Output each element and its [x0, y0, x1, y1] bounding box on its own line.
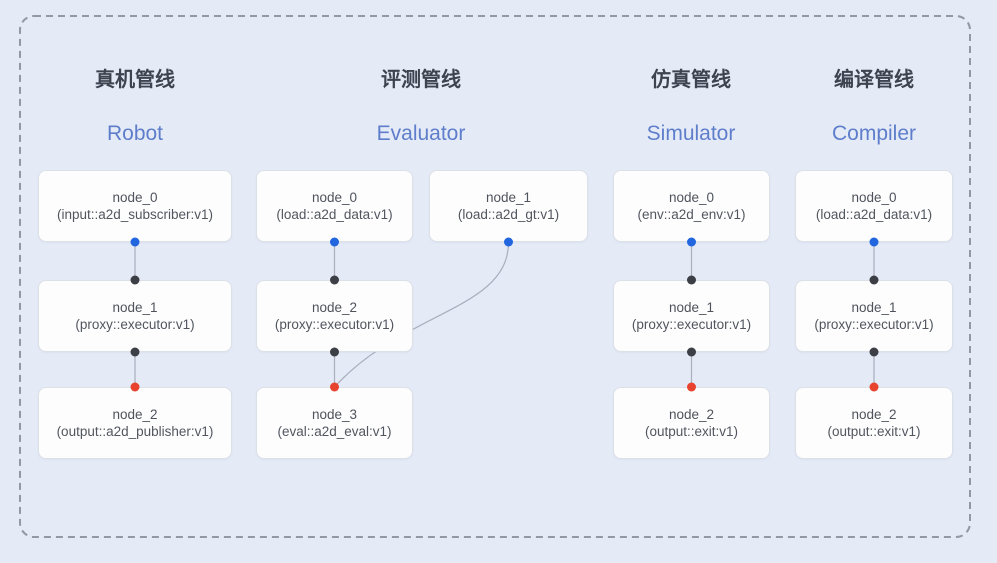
node-name: node_0: [311, 189, 358, 205]
node-type: (input::a2d_subscriber:v1): [56, 207, 214, 222]
pipeline-title-en-evaluator: Evaluator: [376, 122, 466, 145]
node-box-evaluator-node1: node_1 (load::a2d_gt:v1): [429, 170, 588, 242]
port-dot-input-red: [687, 382, 696, 392]
node-type: (proxy::executor:v1): [631, 317, 752, 332]
node-type: (output::exit:v1): [644, 424, 739, 439]
node-box-robot-node1: node_1 (proxy::executor:v1): [38, 280, 232, 352]
node-box-evaluator-node3: node_3 (eval::a2d_eval:v1): [256, 387, 413, 459]
node-name: node_1: [851, 299, 897, 315]
port-dot-output-blue: [130, 237, 140, 247]
port-dot-output-blue: [869, 237, 879, 247]
edge-curve-gt-to-eval: [334, 241, 510, 388]
node-type: (proxy::executor:v1): [274, 317, 395, 332]
node-type: (proxy::executor:v1): [75, 317, 195, 332]
port-dot-mid-dark: [869, 275, 879, 285]
port-dot-mid-dark: [687, 347, 696, 357]
pipeline-title-zh-evaluator: 评测管线: [381, 69, 461, 91]
node-box-compiler-node1: node_1 (proxy::executor:v1): [795, 280, 953, 352]
node-type: (env::a2d_env:v1): [637, 207, 746, 222]
port-dot-output-blue: [687, 237, 696, 247]
node-box-robot-node0: node_0 (input::a2d_subscriber:v1): [38, 170, 232, 242]
node-name: node_1: [668, 299, 715, 315]
node-name: node_2: [668, 406, 715, 422]
port-dot-mid-dark: [130, 275, 140, 285]
pipeline-title-en-robot: Robot: [106, 122, 164, 145]
node-box-compiler-node2: node_2 (output::exit:v1): [795, 387, 953, 459]
node-name: node_2: [851, 406, 897, 422]
port-dot-output-blue: [504, 237, 513, 247]
pipeline-title-en-simulator: Simulator: [646, 122, 736, 145]
port-dot-input-red: [869, 382, 879, 392]
port-dot-mid-dark: [330, 275, 339, 285]
node-name: node_1: [485, 189, 532, 205]
pipeline-title-en-compiler: Compiler: [831, 122, 917, 145]
node-box-evaluator-node0: node_0 (load::a2d_data:v1): [256, 170, 413, 242]
port-dot-input-red: [130, 382, 140, 392]
pipeline-title-zh-robot: 真机管线: [95, 69, 175, 91]
node-box-robot-node2: node_2 (output::a2d_publisher:v1): [38, 387, 232, 459]
node-box-compiler-node0: node_0 (load::a2d_data:v1): [795, 170, 953, 242]
node-type: (output::exit:v1): [827, 424, 921, 439]
node-type: (output::a2d_publisher:v1): [56, 424, 214, 439]
node-type: (load::a2d_data:v1): [815, 207, 933, 222]
port-dot-input-red: [330, 382, 339, 392]
port-dot-output-blue: [330, 237, 339, 247]
node-name: node_2: [112, 406, 158, 422]
port-dot-mid-dark: [869, 347, 879, 357]
node-type: (proxy::executor:v1): [814, 317, 934, 332]
dashed-border: [19, 15, 971, 538]
node-name: node_2: [311, 299, 358, 315]
node-type: (eval::a2d_eval:v1): [277, 424, 392, 439]
node-box-simulator-node2: node_2 (output::exit:v1): [613, 387, 770, 459]
node-type: (load::a2d_data:v1): [276, 207, 393, 222]
node-name: node_1: [112, 299, 158, 315]
port-dot-mid-dark: [330, 347, 339, 357]
node-type: (load::a2d_gt:v1): [457, 207, 560, 222]
node-name: node_0: [668, 189, 715, 205]
node-name: node_3: [311, 406, 358, 422]
port-dot-mid-dark: [687, 275, 696, 285]
node-name: node_0: [112, 189, 158, 205]
node-box-simulator-node0: node_0 (env::a2d_env:v1): [613, 170, 770, 242]
pipeline-title-zh-simulator: 仿真管线: [651, 69, 731, 91]
node-name: node_0: [851, 189, 897, 205]
port-dot-mid-dark: [130, 347, 140, 357]
pipeline-title-zh-compiler: 编译管线: [834, 69, 914, 91]
node-box-evaluator-node2: node_2 (proxy::executor:v1): [256, 280, 413, 352]
